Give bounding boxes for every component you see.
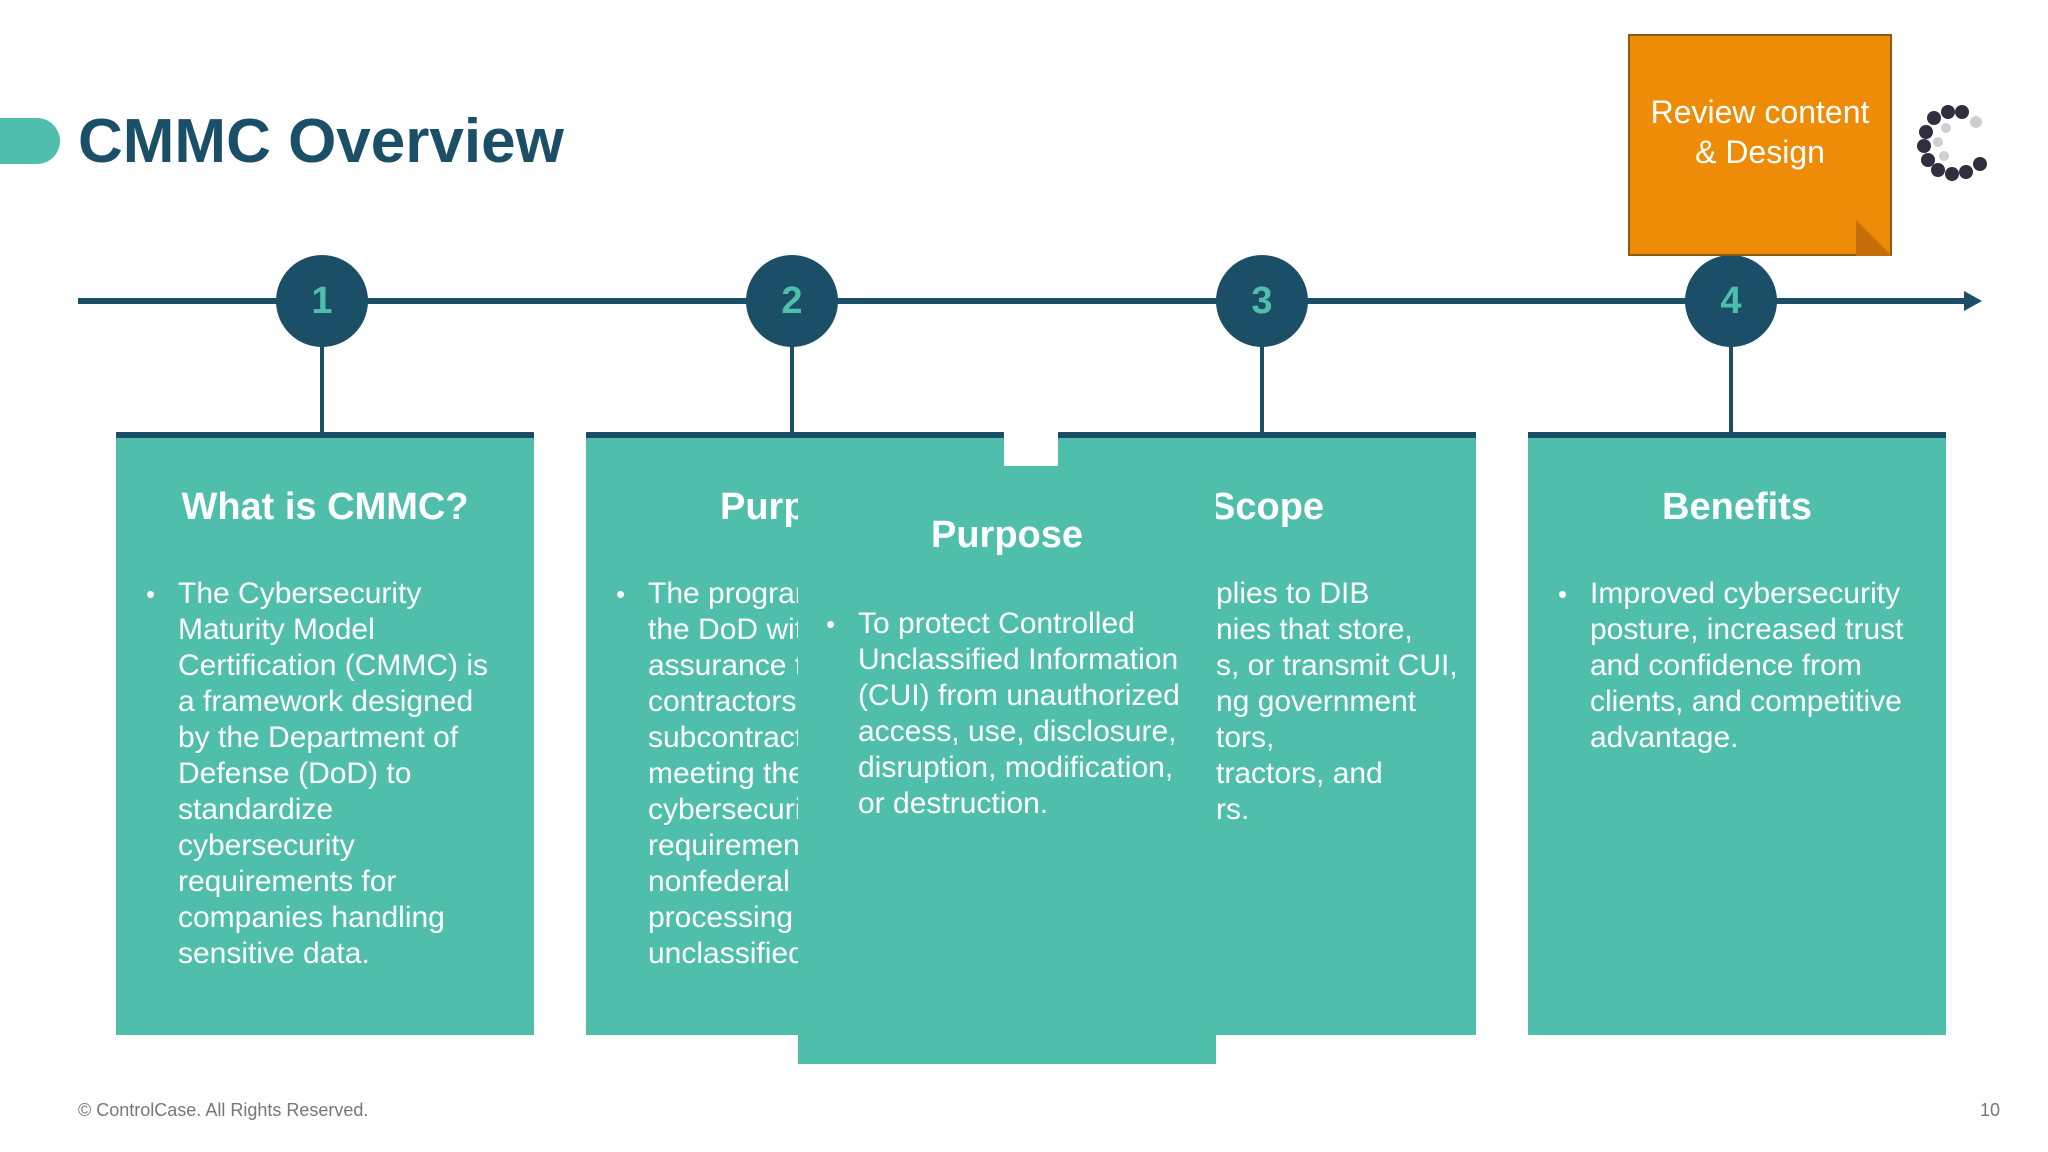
step-2-connector bbox=[790, 344, 794, 436]
card-line: unclassified bbox=[648, 937, 805, 970]
timeline-arrow-icon bbox=[1964, 291, 1982, 311]
sticky-note-text: Review content & Design bbox=[1650, 94, 1870, 170]
bullet-dot-icon: • bbox=[146, 579, 156, 609]
slide-title: CMMC Overview bbox=[78, 107, 564, 176]
step-4-circle: 4 bbox=[1685, 255, 1777, 347]
card-title: Purp bbox=[720, 486, 807, 528]
card-bullet: • Improved cybersecurity posture, increa… bbox=[1558, 576, 1910, 756]
card-bullet: • The prograr the DoD wit assurance t co… bbox=[616, 576, 986, 972]
card-line: s, or transmit CUI, bbox=[1216, 649, 1458, 682]
step-3-connector bbox=[1260, 344, 1264, 436]
popup-notch bbox=[1004, 432, 1058, 466]
popup-title: Purpose bbox=[930, 514, 1084, 556]
card-2-top-bar bbox=[586, 432, 1004, 438]
card-line: tractors, and bbox=[1216, 757, 1383, 790]
card-line: rs. bbox=[1216, 793, 1250, 826]
card-bullet: • The Cybersecurity Maturity Model Certi… bbox=[146, 576, 498, 972]
card-line: requiremen bbox=[648, 829, 800, 862]
card-line: ng government bbox=[1216, 685, 1417, 718]
bullet-dot-icon: • bbox=[1558, 579, 1568, 609]
card-title: Scope bbox=[1210, 486, 1325, 528]
card-line: tors, bbox=[1216, 721, 1275, 754]
step-1-circle: 1 bbox=[276, 255, 368, 347]
card-line: assurance t bbox=[648, 649, 804, 682]
card-line: nonfederal : bbox=[648, 865, 807, 898]
card-title: What is CMMC? bbox=[181, 486, 469, 528]
popup-bullet: • To protect Controlled Unclassified Inf… bbox=[826, 606, 1196, 822]
popup-right-shoulder bbox=[1058, 438, 1068, 466]
card-what-is-cmmc: What is CMMC? • The Cybersecurity Maturi… bbox=[116, 438, 534, 1035]
card-line: The prograr bbox=[648, 577, 805, 610]
card-line: plies to DIB bbox=[1216, 577, 1370, 610]
card-line: processing bbox=[648, 901, 794, 934]
step-2-circle: 2 bbox=[746, 255, 838, 347]
popup-bullet-text: To protect Controlled Unclassified Infor… bbox=[858, 607, 1180, 820]
purpose-popup[interactable]: Purpose • To protect Controlled Unclassi… bbox=[798, 466, 1216, 1064]
timeline-line bbox=[78, 298, 1972, 304]
step-1-connector bbox=[320, 344, 324, 436]
bullet-dot-icon: • bbox=[616, 579, 626, 609]
card-line: the DoD wit bbox=[648, 613, 804, 646]
card-1-top-bar bbox=[116, 432, 534, 438]
card-line: subcontract bbox=[648, 721, 804, 754]
card-line: nies that store, bbox=[1216, 613, 1413, 646]
card-bullet-text: The Cybersecurity Maturity Model Certifi… bbox=[178, 577, 489, 970]
card-4-top-bar bbox=[1528, 432, 1946, 438]
page-number: 10 bbox=[1979, 1100, 2000, 1120]
card-line: cybersecuri bbox=[648, 793, 802, 826]
card-bullet-text: Improved cybersecurity posture, increase… bbox=[1590, 577, 1904, 754]
bullet-dot-icon: • bbox=[826, 609, 836, 639]
footer-copyright: © ControlCase. All Rights Reserved. bbox=[78, 1100, 369, 1120]
controlcase-logo-icon bbox=[1917, 105, 1987, 181]
card-title: Benefits bbox=[1662, 486, 1812, 528]
card-line: contractors bbox=[648, 685, 797, 718]
card-3-top-bar bbox=[1058, 432, 1476, 438]
step-3-circle: 3 bbox=[1216, 255, 1308, 347]
title-accent-pill bbox=[0, 118, 60, 164]
sticky-fold-corner-icon bbox=[1856, 220, 1892, 256]
step-4-connector bbox=[1729, 344, 1733, 436]
card-line: meeting the bbox=[648, 757, 805, 790]
review-sticky-note[interactable]: Review content & Design bbox=[1628, 34, 1892, 256]
card-benefits: Benefits • Improved cybersecurity postur… bbox=[1528, 438, 1946, 1035]
card-bullet-text: plies to DIB nies that store, s, or tran… bbox=[1216, 576, 1458, 828]
